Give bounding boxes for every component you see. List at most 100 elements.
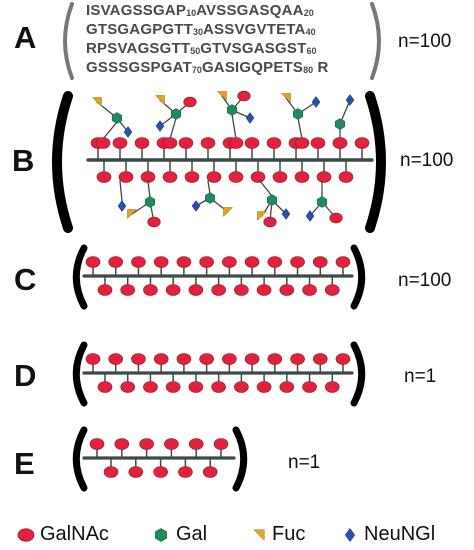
linkage-line (207, 180, 211, 195)
galnac-icon (95, 137, 111, 149)
galnac-icon (290, 353, 305, 365)
galnac-icon (211, 284, 226, 296)
panel-c-count: n=100 (398, 270, 452, 291)
fuc-icon (223, 207, 234, 218)
gal-icon (334, 118, 346, 130)
galnac-icon (244, 353, 260, 365)
galnac-icon (199, 353, 214, 365)
galnac-icon (153, 353, 169, 365)
panel-b-open-bracket (52, 91, 73, 233)
legend-galnac-label: GalNAc (40, 523, 109, 545)
galnac-icon (89, 438, 105, 450)
galnac-icon (310, 137, 326, 149)
galnac-icon (162, 171, 178, 183)
galnac-icon (17, 528, 35, 542)
panel-e-open-bracket (72, 426, 88, 492)
galnac-icon (294, 137, 310, 149)
panel-a-letter: A (14, 20, 37, 55)
panel-d-letter: D (14, 358, 37, 393)
galnac-icon (211, 381, 226, 393)
galnac-icon (324, 284, 340, 296)
neungl-icon (245, 112, 255, 124)
galnac-icon (153, 256, 169, 268)
galnac-icon (120, 381, 136, 393)
galnac-icon (324, 381, 340, 393)
panel-e-count: n=1 (288, 452, 321, 473)
galnac-icon (183, 96, 197, 108)
galnac-icon (85, 256, 101, 268)
sequence-line: GTSGAGPGTT30ASSVGVTETA40 (86, 21, 316, 38)
galnac-icon (128, 466, 144, 478)
linkage-line (231, 113, 237, 140)
panel-b-count: n=100 (400, 150, 454, 171)
panel-d-open-bracket (72, 341, 88, 407)
gal-icon (155, 528, 167, 542)
gal-icon (111, 112, 123, 124)
galnac-icon (118, 171, 134, 183)
galnac-icon (178, 466, 193, 478)
galnac-icon (244, 256, 260, 268)
galnac-icon (332, 137, 348, 149)
galnac-icon (329, 212, 343, 224)
gal-icon (266, 194, 278, 206)
panel-c-close-bracket (350, 244, 366, 310)
galnac-icon (228, 171, 244, 183)
linkage-line (119, 180, 123, 202)
galnac-icon (279, 284, 295, 296)
panel-a-open-bracket (63, 2, 74, 80)
galnac-icon (96, 171, 112, 183)
gal-icon (144, 196, 156, 208)
galnac-icon (188, 284, 204, 296)
galnac-icon (222, 353, 237, 365)
galnac-icon (256, 284, 272, 296)
galnac-icon (147, 216, 161, 228)
galnac-icon (302, 381, 317, 393)
panel-e-letter: E (14, 446, 35, 481)
galnac-icon (199, 256, 214, 268)
panel-a-close-bracket (370, 2, 381, 80)
galnac-icon (267, 256, 283, 268)
galnac-icon (85, 353, 101, 365)
neungl-icon (191, 200, 201, 212)
galnac-icon (302, 284, 317, 296)
galnac-icon (294, 171, 310, 183)
panel-c-letter: C (14, 262, 37, 297)
sequence-line: GSSSGSPGAT70GASIGQPETS80 R (86, 59, 329, 76)
galnac-icon (338, 171, 354, 183)
panel-d-close-bracket (350, 341, 366, 407)
galnac-icon (131, 256, 146, 268)
galnac-icon (176, 353, 192, 365)
panel-b-letter: B (12, 143, 35, 178)
galnac-icon (108, 256, 124, 268)
linkage-line (297, 117, 303, 140)
galnac-icon (103, 466, 119, 478)
galnac-icon (213, 438, 229, 450)
gal-icon (204, 192, 216, 204)
galnac-icon (162, 137, 178, 149)
galnac-icon (188, 438, 204, 450)
galnac-icon (228, 137, 244, 149)
galnac-icon (165, 381, 181, 393)
fuc-icon (91, 97, 102, 108)
neungl-icon (311, 96, 321, 108)
fuc-icon (280, 93, 291, 104)
galnac-icon (200, 137, 216, 149)
fuc-icon (257, 211, 268, 222)
galnac-icon (234, 381, 249, 393)
galnac-icon (266, 137, 282, 149)
galnac-icon (256, 381, 272, 393)
galnac-icon (120, 284, 136, 296)
galnac-icon (312, 256, 328, 268)
galnac-icon (108, 353, 124, 365)
galnac-icon (244, 137, 260, 149)
galnac-icon (279, 381, 295, 393)
neungl-icon (155, 120, 165, 132)
galnac-icon (222, 256, 237, 268)
galnac-icon (290, 256, 305, 268)
galnac-icon (188, 381, 204, 393)
galnac-icon (176, 256, 192, 268)
galnac-icon (112, 137, 128, 149)
galnac-icon (164, 438, 179, 450)
galnac-icon (234, 284, 249, 296)
